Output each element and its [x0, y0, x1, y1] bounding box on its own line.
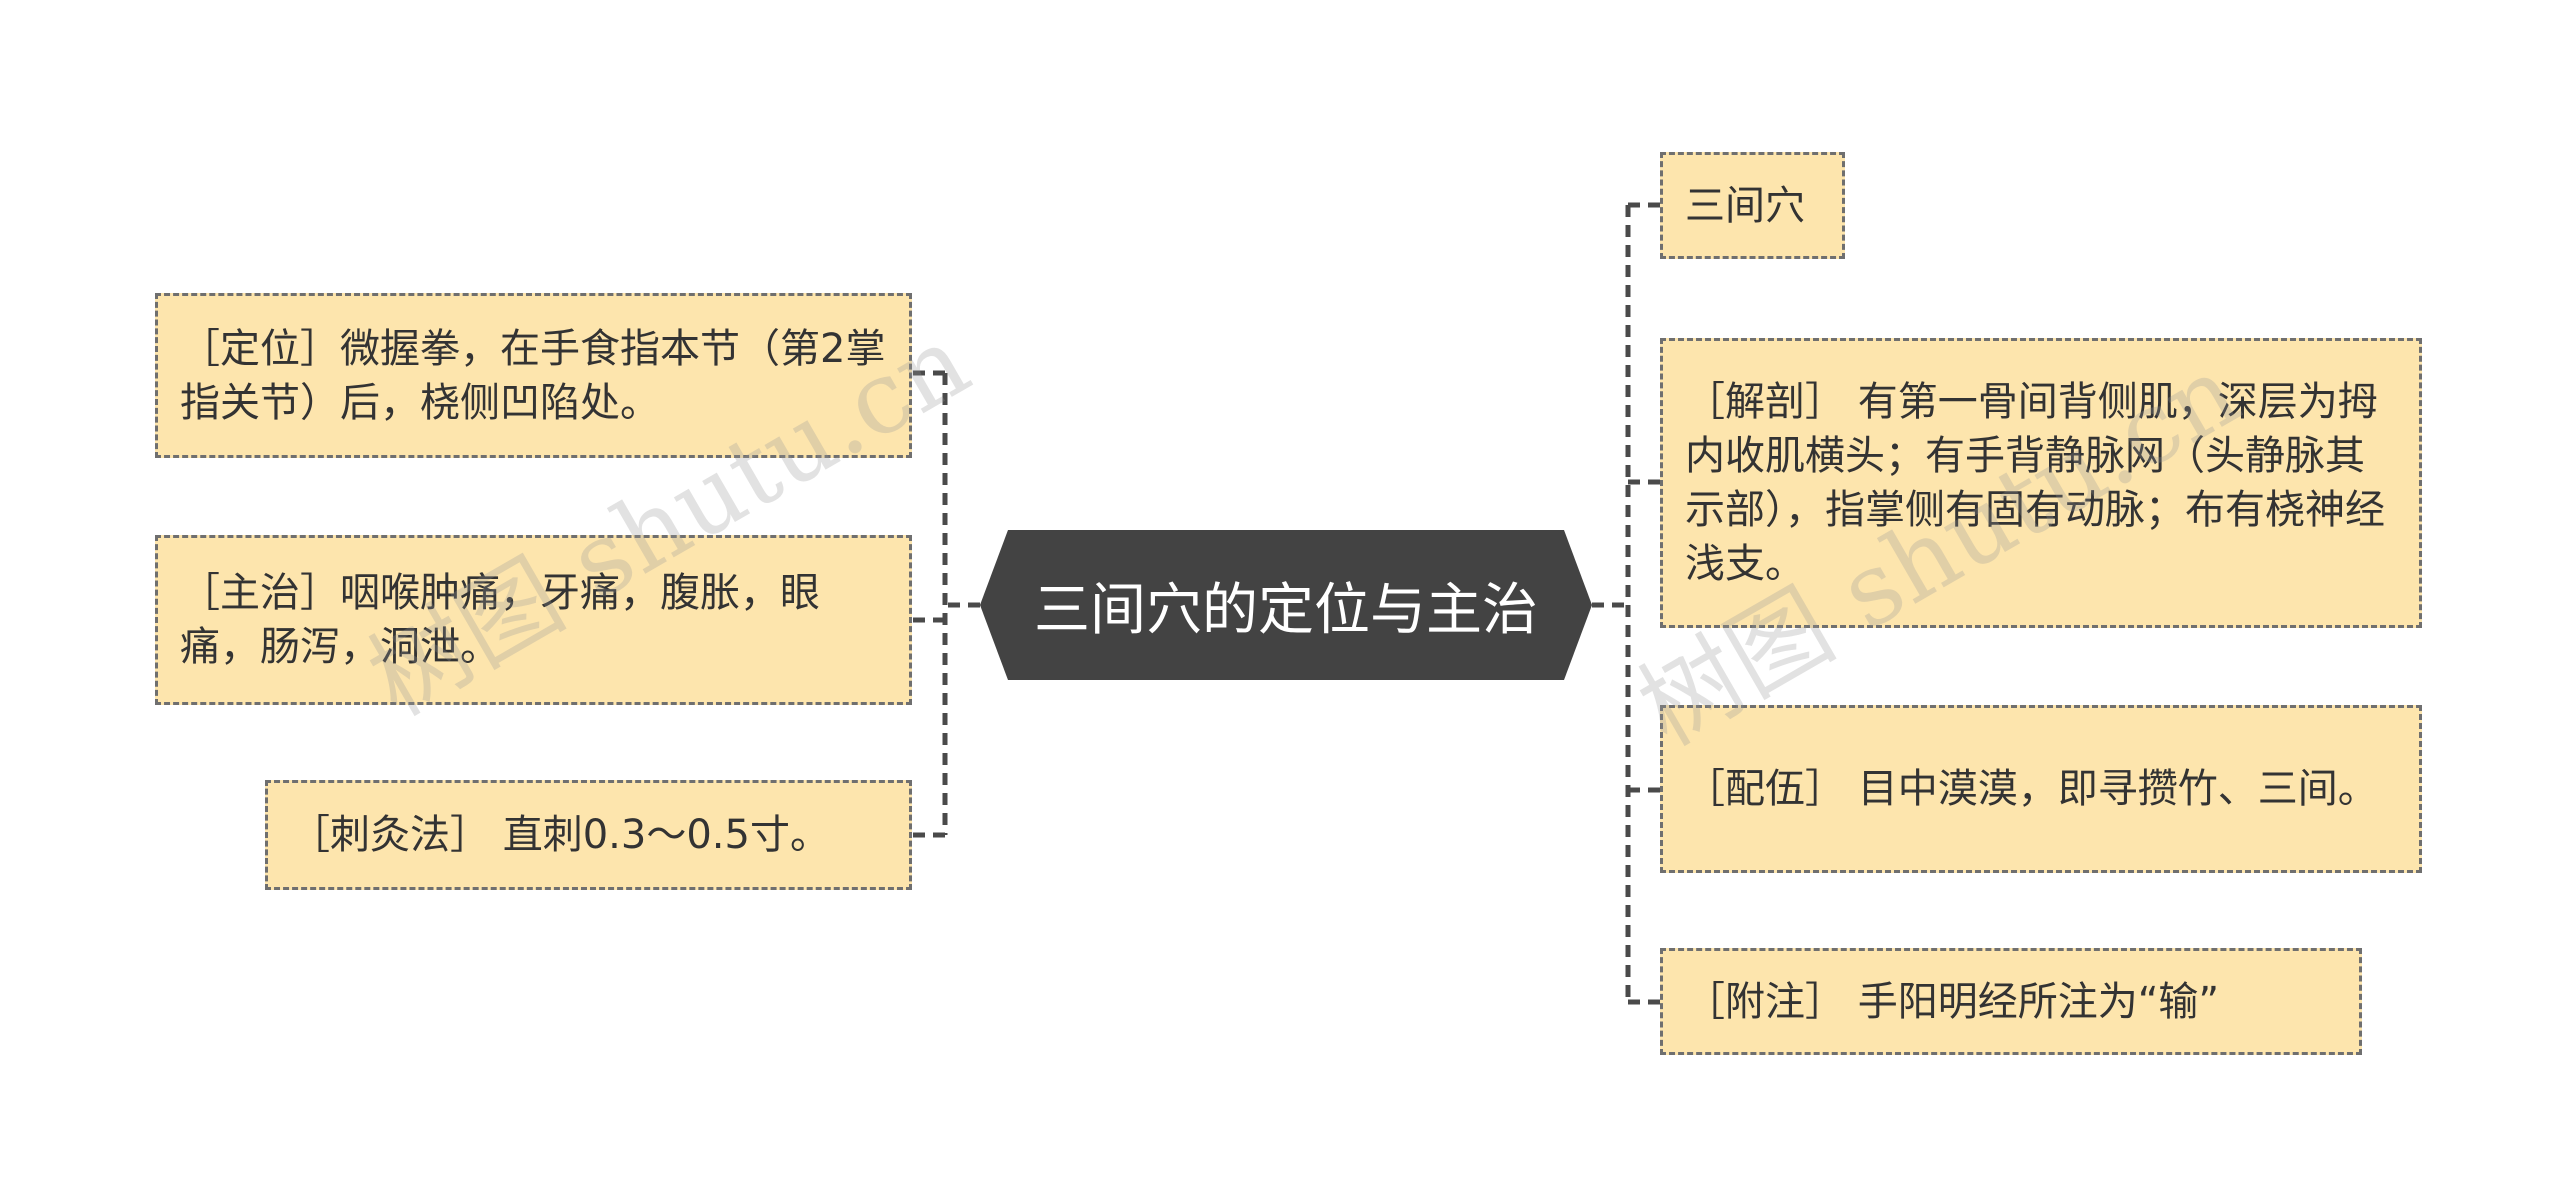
left-node-indications-text: ［主治］咽喉肿痛，牙痛，腹胀，眼痛，肠泻，洞泄。 [180, 570, 820, 670]
right-node-note[interactable]: ［附注］ 手阳明经所注为“输” [1660, 948, 2362, 1055]
right-node-note-text: ［附注］ 手阳明经所注为“输” [1685, 978, 2220, 1025]
central-topic-title: 三间穴的定位与主治 [1034, 577, 1538, 643]
left-node-indications[interactable]: ［主治］咽喉肿痛，牙痛，腹胀，眼痛，肠泻，洞泄。 [155, 535, 912, 705]
central-topic-shape [980, 530, 1592, 680]
central-topic[interactable]: 三间穴的定位与主治 [980, 530, 1592, 680]
right-node-point-name[interactable]: 三间穴 [1660, 152, 1845, 259]
left-node-location[interactable]: ［定位］微握拳，在手食指本节（第2掌指关节）后，桡侧凹陷处。 [155, 293, 912, 458]
left-node-location-text: ［定位］微握拳，在手食指本节（第2掌指关节）后，桡侧凹陷处。 [180, 325, 886, 426]
left-node-acupuncture-method-text: ［刺灸法］ 直刺0.3～0.5寸。 [290, 812, 830, 858]
right-node-combination[interactable]: ［配伍］ 目中漠漠，即寻攒竹、三间。 [1660, 705, 2422, 873]
left-node-acupuncture-method[interactable]: ［刺灸法］ 直刺0.3～0.5寸。 [265, 780, 912, 890]
right-node-anatomy[interactable]: ［解剖］ 有第一骨间背侧肌，深层为拇内收肌横头；有手背静脉网（头静脉其示部），指… [1660, 338, 2422, 628]
right-node-point-name-text: 三间穴 [1685, 182, 1805, 229]
right-node-combination-text: ［配伍］ 目中漠漠，即寻攒竹、三间。 [1685, 766, 2378, 812]
right-node-anatomy-text: ［解剖］ 有第一骨间背侧肌，深层为拇内收肌横头；有手背静脉网（头静脉其示部），指… [1685, 379, 2385, 587]
